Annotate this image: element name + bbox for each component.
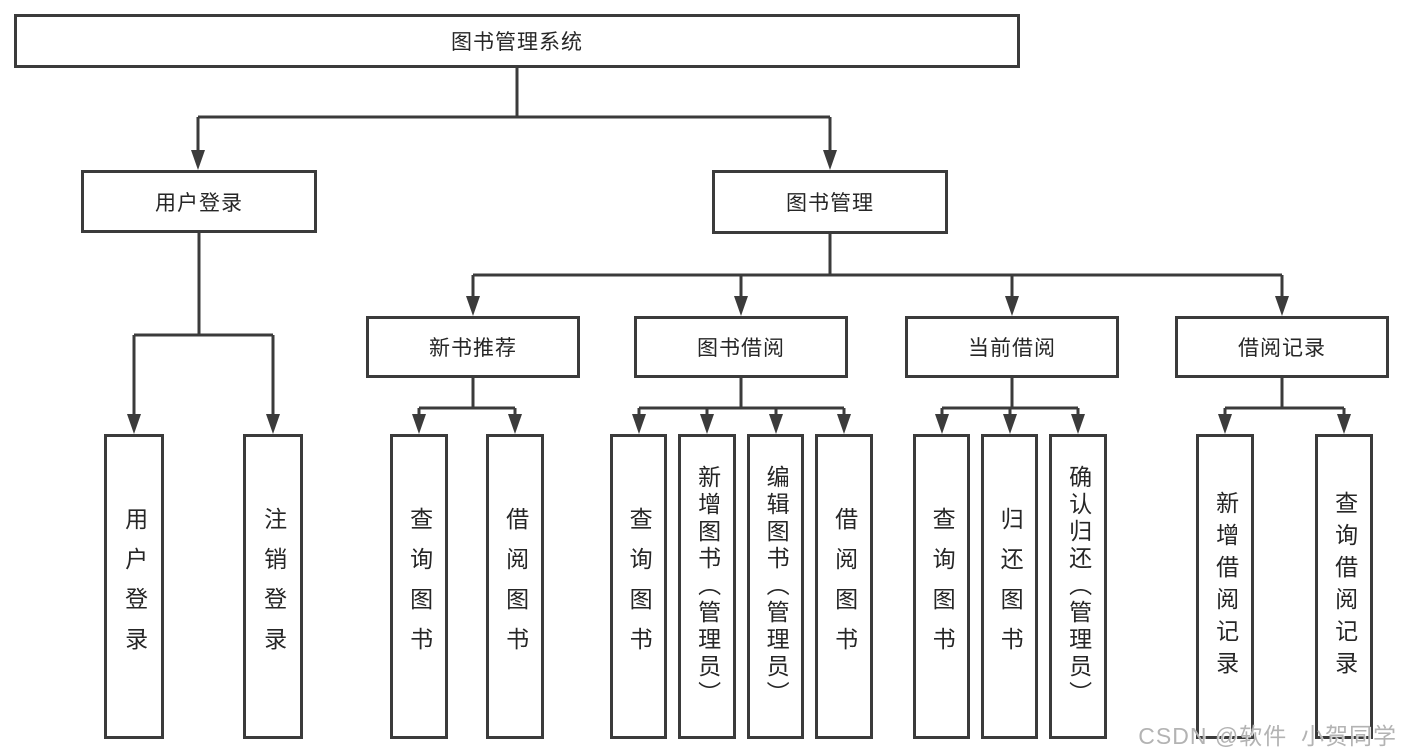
node-current-borrow-label: 当前借阅 (968, 337, 1056, 360)
leaf-return-book: 归还图书 (981, 434, 1038, 739)
node-book-mgmt: 图书管理 (712, 170, 948, 234)
node-book-borrow-label: 图书借阅 (697, 337, 785, 360)
node-borrow-records-label: 借阅记录 (1238, 337, 1326, 360)
node-borrow-records: 借阅记录 (1175, 316, 1389, 378)
leaf-add-borrow-record: 新增借阅记录 (1196, 434, 1254, 739)
leaf-query-borrow-record: 查询借阅记录 (1315, 434, 1373, 739)
leaf-query-book-cb: 查询图书 (913, 434, 970, 739)
node-root-label: 图书管理系统 (451, 31, 583, 54)
leaf-logout: 注销登录 (243, 434, 303, 739)
leaf-confirm-return-admin-label: 确认归还（管理员） (1065, 465, 1092, 708)
leaf-borrow-book-bb: 借阅图书 (815, 434, 873, 739)
node-book-borrow: 图书借阅 (634, 316, 848, 378)
node-user-login: 用户登录 (81, 170, 317, 233)
node-current-borrow: 当前借阅 (905, 316, 1119, 378)
node-user-login-label: 用户登录 (155, 191, 243, 215)
leaf-add-book-admin: 新增图书（管理员） (678, 434, 736, 739)
leaf-query-book-bb-label: 查询图书 (626, 506, 653, 667)
leaf-user-login: 用户登录 (104, 434, 164, 739)
leaf-logout-label: 注销登录 (260, 506, 287, 667)
leaf-query-borrow-record-label: 查询借阅记录 (1331, 490, 1358, 683)
leaf-borrow-book-rec-label: 借阅图书 (502, 506, 529, 667)
watermark: CSDN @软件_小贺同学 (1138, 723, 1397, 747)
node-new-book-recommend: 新书推荐 (366, 316, 580, 378)
leaf-borrow-book-bb-label: 借阅图书 (831, 506, 858, 667)
leaf-add-borrow-record-label: 新增借阅记录 (1212, 490, 1239, 683)
leaf-query-book-cb-label: 查询图书 (929, 506, 956, 667)
leaf-return-book-label: 归还图书 (997, 506, 1024, 667)
leaf-confirm-return-admin: 确认归还（管理员） (1049, 434, 1107, 739)
leaf-query-book-rec-label: 查询图书 (406, 506, 433, 667)
node-root: 图书管理系统 (14, 14, 1020, 68)
node-book-mgmt-label: 图书管理 (786, 192, 874, 215)
leaf-edit-book-admin: 编辑图书（管理员） (747, 434, 804, 739)
leaf-user-login-label: 用户登录 (121, 506, 148, 667)
leaf-edit-book-admin-label: 编辑图书（管理员） (763, 465, 790, 708)
leaf-borrow-book-rec: 借阅图书 (486, 434, 544, 739)
leaf-query-book-bb: 查询图书 (610, 434, 667, 739)
leaf-query-book-rec: 查询图书 (390, 434, 448, 739)
leaf-add-book-admin-label: 新增图书（管理员） (694, 465, 721, 708)
node-new-book-recommend-label: 新书推荐 (429, 337, 517, 360)
